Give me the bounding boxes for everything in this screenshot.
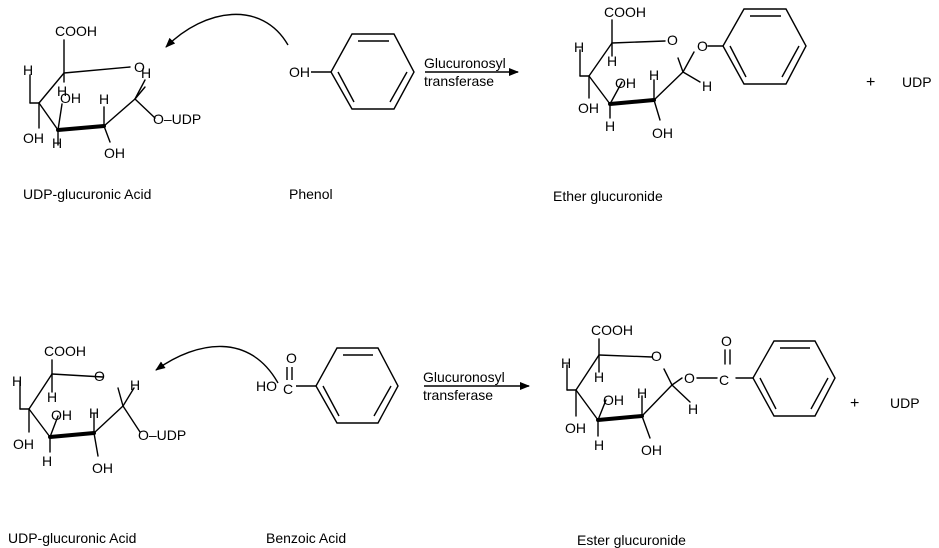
pyranose-ring-4 [566,338,754,439]
h-label: H [52,135,62,151]
reaction-1: COOH O H H H OH H OH H OH O–UDP OH [23,4,932,204]
h-label: H [637,385,647,401]
cooh-label: COOH [604,4,646,20]
udp-glucuronic-acid-structure-2: COOH O H H H OH H OH H OH O–UDP [12,343,186,476]
oh-label: OH [615,75,636,91]
cooh-label: COOH [55,23,97,39]
oh-label: OH [23,130,44,146]
carbonyl-carbon-label: C [719,372,729,388]
ester-glucuronide-structure: COOH O H H OH H OH H OH H O C O [561,322,836,458]
benzoic-ho-label: HO [256,378,277,394]
plus-sign: + [850,395,859,412]
h-label: H [23,62,33,78]
pyranose-ring-1 [29,39,156,146]
h-label: H [130,377,140,393]
carbonyl-oxygen-label: O [286,350,297,366]
phenol-structure: OH [289,33,415,110]
product-caption: Ester glucuronide [577,532,686,548]
benzene-ring [722,8,807,85]
ether-glucuronide-structure: COOH O H H OH H OH H OH H O [574,4,807,141]
h-label: H [702,78,712,94]
ester-oxygen-label: O [684,370,695,386]
h-label: H [605,118,615,134]
benzene-ring [311,33,415,110]
enzyme-arrow-2: Glucuronosyl transferase [423,369,530,403]
benzene-ring [315,347,399,424]
carbonyl-carbon-label: C [283,381,293,397]
h-label: H [649,67,659,83]
h-label: H [12,373,22,389]
donor-caption: UDP-glucuronic Acid [23,186,151,202]
oh-label: OH [603,392,624,408]
enzyme-arrow-1: Glucuronosyl transferase [424,55,519,89]
glycosidic-oxygen-label: O [697,38,708,54]
h-label: H [607,53,617,69]
plus-sign: + [866,74,875,91]
acceptor-caption: Phenol [289,186,333,202]
attack-arrow [165,13,289,48]
ring-oxygen-label: O [134,59,145,75]
acceptor-caption: Benzoic Acid [266,530,346,546]
pyranose-ring-3 [19,359,141,457]
reaction-2: COOH O H H H OH H OH H OH O–UDP HO C O [8,322,920,548]
product-caption: Ether glucuronide [553,188,663,204]
enzyme-label-line-1: Glucuronosyl [424,55,506,71]
enzyme-label-line-2: transferase [424,73,494,89]
oh-label: OH [104,145,125,161]
carboxyl-bonds [286,367,316,387]
o-udp-label: O–UDP [153,111,201,127]
h-label: H [594,369,604,385]
udp-byproduct-label: UDP [902,74,932,90]
ring-oxygen-label: O [94,368,105,384]
udp-glucuronic-acid-structure-1: COOH O H H H OH H OH H OH O–UDP [23,23,201,161]
oh-label: OH [565,420,586,436]
h-label: H [57,83,67,99]
carbonyl-oxygen-label: O [721,333,732,349]
h-label: H [561,355,571,371]
oh-label: OH [578,100,599,116]
phenol-oh-label: OH [289,64,310,80]
h-label: H [42,453,52,469]
attack-arrow [155,345,279,384]
oh-label: OH [60,90,81,106]
benzene-ring [752,340,836,417]
h-label: H [688,401,698,417]
cooh-label: COOH [591,322,633,338]
h-label: H [89,405,99,421]
oh-label: OH [641,442,662,458]
h-label: H [574,39,584,55]
h-label: H [594,437,604,453]
ring-oxygen-label: O [651,348,662,364]
oh-label: OH [92,460,113,476]
h-label: H [141,65,151,81]
benzoic-acid-structure: HO C O [256,347,399,424]
oh-label: OH [51,407,72,423]
donor-caption: UDP-glucuronic Acid [8,530,136,546]
udp-byproduct-label: UDP [890,395,920,411]
h-label: H [47,389,57,405]
oh-label: OH [652,125,673,141]
enzyme-label-line-2: transferase [423,387,493,403]
o-udp-label: O–UDP [138,427,186,443]
ring-oxygen-label: O [667,32,678,48]
enzyme-label-line-1: Glucuronosyl [423,369,505,385]
cooh-label: COOH [44,343,86,359]
oh-label: OH [13,436,34,452]
h-label: H [99,91,109,107]
pyranose-ring-2 [579,19,724,121]
